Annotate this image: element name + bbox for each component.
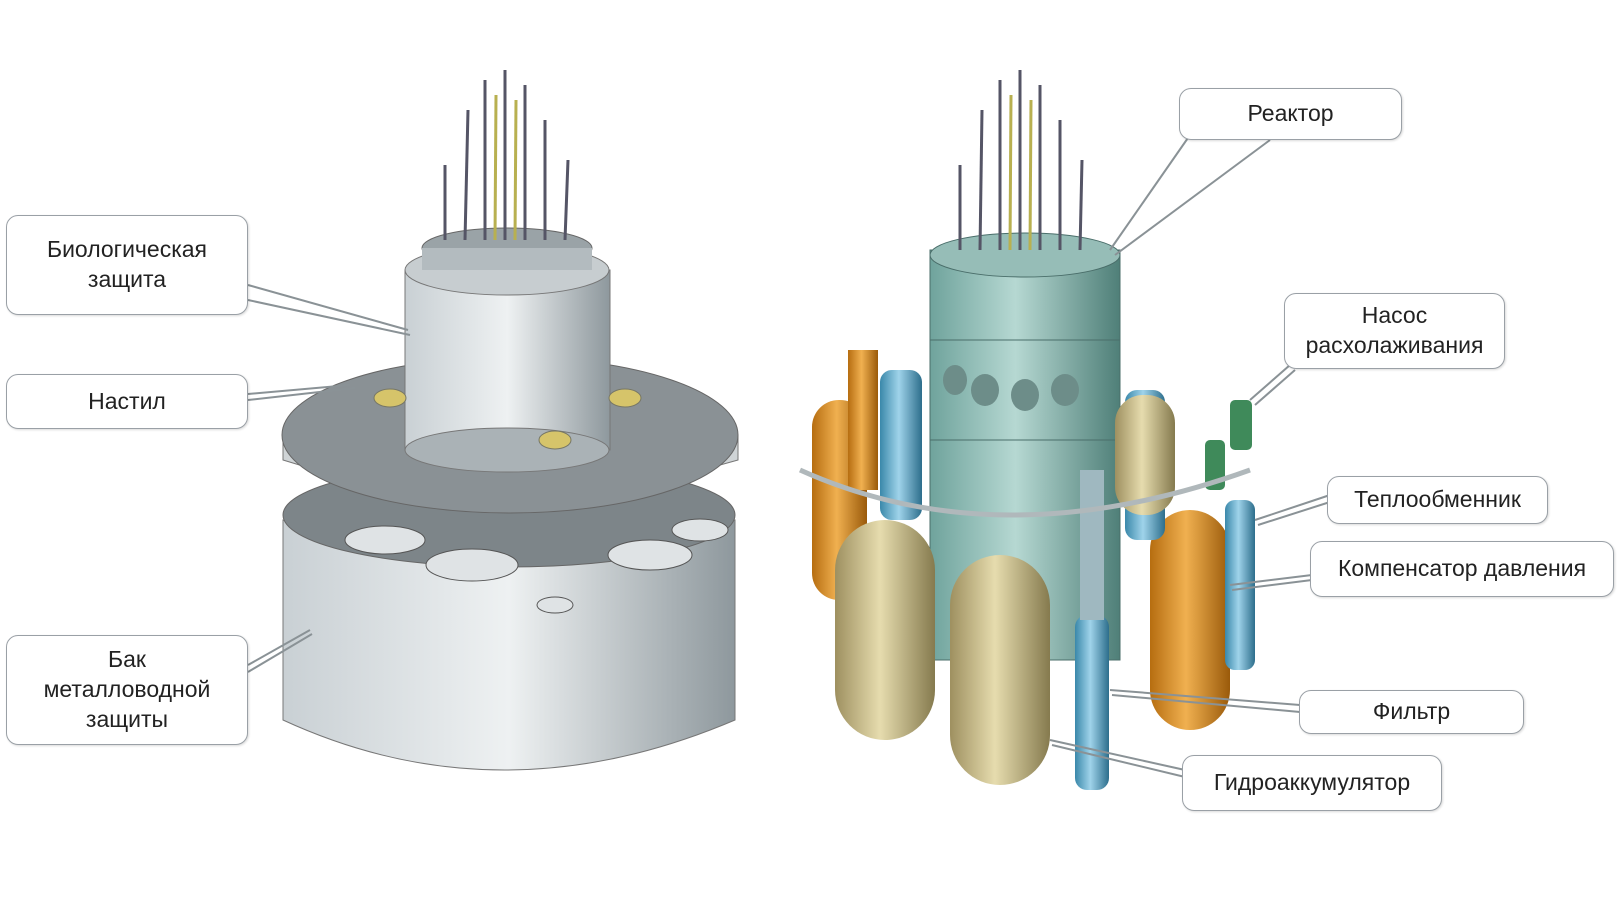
- label-biological-shield: Биологическая защита: [6, 215, 248, 315]
- label-pump: Насос расхолаживания: [1284, 293, 1505, 369]
- control-rod-drives-left: [443, 70, 570, 241]
- biological-shield: [373, 227, 642, 473]
- filter-column: [1075, 470, 1109, 790]
- label-filter: Фильтр: [1299, 690, 1524, 734]
- leader-lines: [247, 134, 1331, 778]
- label-tank: Бак металловодной защиты: [6, 635, 248, 745]
- hydroaccumulators: [835, 395, 1175, 785]
- label-accumulator: Гидроаккумулятор: [1182, 755, 1442, 811]
- label-reactor: Реактор: [1179, 88, 1402, 140]
- cooldown-pump: [1205, 400, 1252, 490]
- label-deck: Настил: [6, 374, 248, 429]
- label-heat-exchanger: Теплообменник: [1327, 476, 1548, 524]
- label-pressurizer: Компенсатор давления: [1310, 541, 1614, 597]
- piping-ring: [798, 467, 1251, 518]
- control-rod-drives-right: [958, 70, 1084, 251]
